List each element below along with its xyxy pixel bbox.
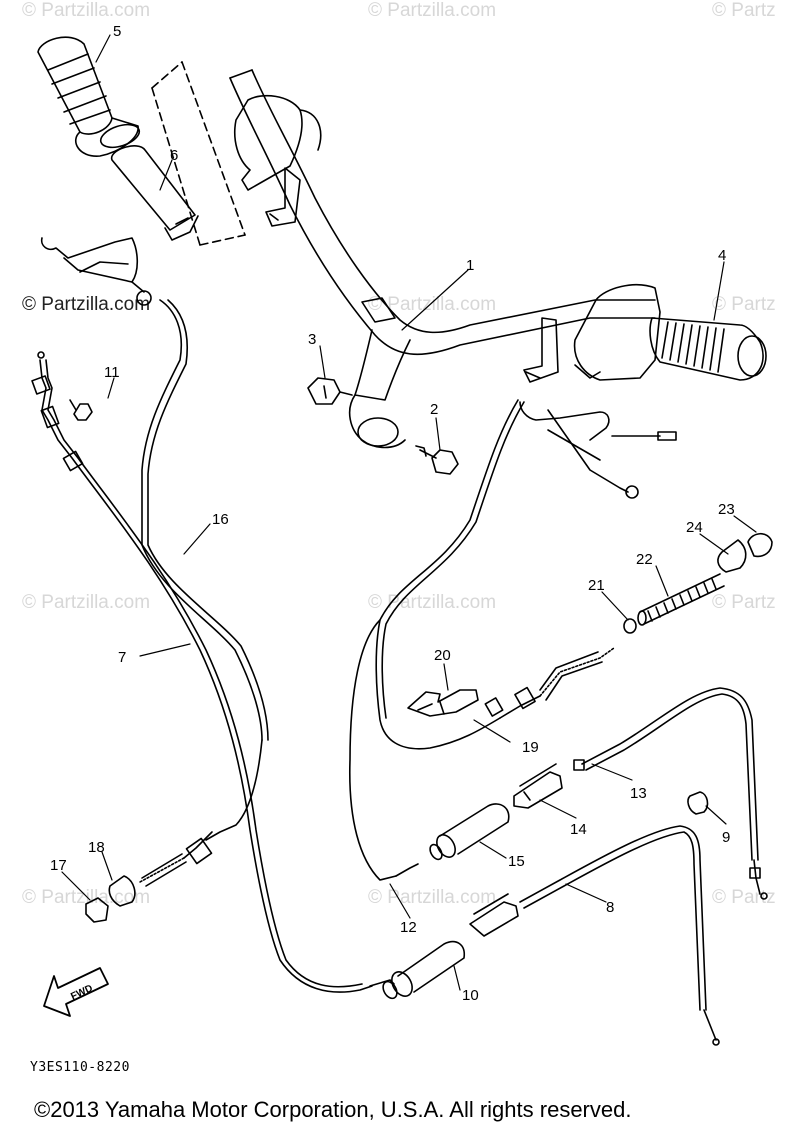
callout-12: 12 — [400, 919, 417, 936]
watermark: © Partzilla.com — [368, 294, 497, 315]
callout-21: 21 — [588, 577, 605, 594]
ring-21 — [623, 618, 637, 634]
screw-11 — [69, 399, 93, 421]
callout-3: 3 — [308, 331, 316, 348]
callout-4: 4 — [718, 247, 726, 264]
nut-17 — [85, 897, 109, 923]
callout-14: 14 — [570, 821, 587, 838]
clip-20 — [407, 689, 479, 717]
watermark: © Partzilla.com — [368, 887, 497, 908]
watermark: © Partzilla.com — [22, 592, 151, 613]
copyright-notice: ©2013 Yamaha Motor Corporation, U.S.A. A… — [34, 1097, 632, 1122]
bolt-2 — [415, 445, 459, 475]
watermark: © Partz — [712, 0, 776, 21]
callout-6: 6 — [170, 147, 178, 164]
watermark: © Partzilla.com — [22, 0, 151, 21]
grip-left — [37, 36, 141, 157]
bolt-3 — [307, 377, 353, 405]
cable-16 — [141, 299, 263, 741]
callout-20: 20 — [434, 647, 451, 664]
spring-22 — [637, 573, 725, 626]
callout-7: 7 — [118, 649, 126, 666]
sleeve-18 — [108, 875, 136, 907]
fwd-arrow — [43, 967, 109, 1017]
callout-18: 18 — [88, 839, 105, 856]
watermark: © Partzilla.com — [368, 0, 497, 21]
callout-9: 9 — [722, 829, 730, 846]
callout-5: 5 — [113, 23, 121, 40]
callout-15: 15 — [508, 853, 525, 870]
boot-10 — [382, 940, 466, 1000]
callout-22: 22 — [636, 551, 653, 568]
callout-24: 24 — [686, 519, 703, 536]
brake-lever — [519, 401, 677, 499]
callout-2: 2 — [430, 401, 438, 418]
clip-8 — [469, 901, 519, 937]
grip-right — [573, 284, 767, 381]
callout-16: 16 — [212, 511, 229, 528]
watermark: © Partz — [712, 592, 776, 613]
callout-8: 8 — [606, 899, 614, 916]
callout-19: 19 — [522, 739, 539, 756]
clutch-adjuster — [139, 739, 263, 887]
clutch-lever — [40, 237, 152, 306]
cable-13 — [581, 687, 759, 861]
callout-23: 23 — [718, 501, 735, 518]
callout-11: 11 — [104, 364, 120, 381]
clip-14 — [513, 763, 563, 809]
boot-15 — [429, 803, 510, 861]
clip-9 — [687, 791, 709, 815]
handlebar — [229, 69, 656, 449]
callout-10: 10 — [462, 987, 479, 1004]
cable-19 — [375, 399, 519, 750]
callout-17: 17 — [50, 857, 67, 874]
watermark: © Partzilla.com — [22, 887, 151, 908]
fwd-label: FWD — [69, 983, 94, 1003]
callout-13: 13 — [630, 785, 647, 802]
cable-7 — [39, 359, 373, 993]
watermark: © Partzilla.com — [22, 294, 151, 315]
watermark: © Partzilla.com — [368, 592, 497, 613]
cable-12 — [348, 619, 397, 881]
cable-8 — [519, 825, 707, 1011]
callout-1: 1 — [466, 257, 474, 274]
watermark: © Partz — [712, 294, 776, 315]
throttle-tube — [111, 145, 199, 241]
figure-code: Y3ES110-8220 — [30, 1060, 130, 1075]
nut-24 — [717, 539, 747, 573]
cap-23 — [747, 532, 773, 558]
